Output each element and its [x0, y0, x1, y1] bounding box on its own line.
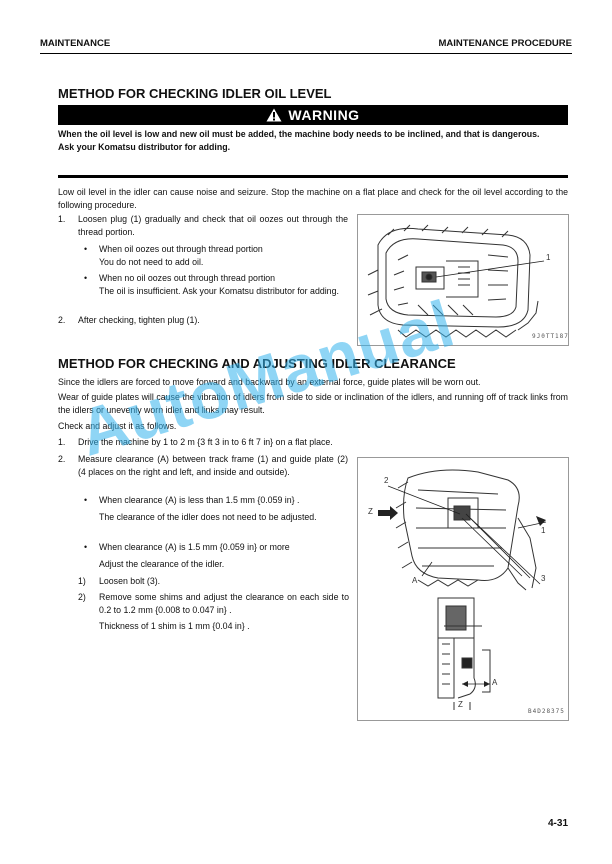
fig2-callout-a: A [412, 576, 418, 585]
s2-sub2-number: 2) [78, 592, 86, 602]
warning-body: When the oil level is low and new oil mu… [58, 128, 568, 153]
s2-bullet1-detail: The clearance of the idler does not need… [99, 512, 317, 522]
idler-clearance-figure: 2 1 3 Z A A Z B4D28375 [357, 457, 569, 721]
s2-sub2-detail: Thickness of 1 shim is 1 mm {0.04 in} . [99, 621, 250, 631]
s2-bullet2: When clearance (A) is 1.5 mm {0.059 in} … [99, 542, 290, 552]
s1-bullet2-line-b: The oil is insufficient. Ask your Komats… [99, 285, 339, 296]
warning-banner: WARNING [58, 105, 568, 125]
s1-step2-text: After checking, tighten plug (1). [78, 315, 200, 325]
s1-step1-text: Loosen plug (1) gradually and check that… [78, 214, 348, 237]
fig1-callout-1: 1 [546, 253, 551, 262]
warning-line-2: Ask your Komatsu distributor for adding. [58, 141, 231, 152]
bullet-dot: • [84, 495, 88, 505]
clearance-illustration [378, 469, 547, 710]
s2-bullet1: When clearance (A) is less than 1.5 mm {… [99, 495, 300, 505]
fig2-callout-a-lower: A [492, 678, 498, 687]
bullet-dot: • [84, 273, 88, 283]
s1-bullet1-line-a: When oil oozes out through thread portio… [99, 244, 263, 254]
fig2-code: B4D28375 [528, 708, 565, 715]
s1-bullet1-line-b: You do not need to add oil. [99, 256, 204, 267]
fig2-callout-1: 1 [541, 526, 546, 535]
bullet-dot: • [84, 542, 88, 552]
s2-sub1-number: 1) [78, 576, 86, 586]
idler-illustration [367, 224, 545, 338]
bullet-dot: • [84, 244, 88, 254]
s2-sub2-text: Remove some shims and adjust the clearan… [99, 592, 349, 615]
header-rule [40, 53, 572, 54]
section2-title: METHOD FOR CHECKING AND ADJUSTING IDLER … [58, 356, 456, 371]
s1-step2-number: 2. [58, 315, 66, 325]
s2-step1-text: Drive the machine by 1 to 2 m {3 ft 3 in… [78, 437, 333, 447]
warning-triangle-icon [266, 108, 282, 122]
warning-label: WARNING [288, 107, 360, 123]
s2-sub1-text: Loosen bolt (3). [99, 576, 161, 586]
warning-rule [58, 175, 568, 178]
idler-oil-plug-figure: 1 9J0TT187 [357, 214, 569, 346]
fig2-callout-z-lower: Z [458, 700, 463, 709]
fig1-code: 9J0TT187 [532, 333, 569, 340]
header-left: MAINTENANCE [40, 38, 111, 49]
s2-bullet2-detail: Adjust the clearance of the idler. [99, 559, 225, 569]
s1-bullet2: When no oil oozes out through thread por… [99, 272, 349, 297]
section1-intro: Low oil level in the idler can cause noi… [58, 187, 568, 210]
s1-bullet2-line-a: When no oil oozes out through thread por… [99, 273, 276, 283]
header-right: MAINTENANCE PROCEDURE [438, 38, 572, 49]
section2-para2: Wear of guide plates will cause the vibr… [58, 392, 568, 415]
s1-step1-number: 1. [58, 214, 66, 224]
section2-para1: Since the idlers are forced to move forw… [58, 377, 481, 387]
s2-step2-number: 2. [58, 454, 66, 464]
warning-line-1: When the oil level is low and new oil mu… [58, 129, 540, 139]
fig2-callout-z: Z [368, 507, 373, 516]
page-header: MAINTENANCE MAINTENANCE PROCEDURE [40, 36, 572, 52]
section2-para3: Check and adjust it as follows. [58, 421, 177, 431]
fig2-callout-2: 2 [384, 476, 389, 485]
fig2-callout-3: 3 [541, 574, 546, 583]
page-number: 4-31 [547, 818, 568, 829]
s2-step1-number: 1. [58, 437, 66, 447]
s1-bullet1: When oil oozes out through thread portio… [99, 243, 349, 268]
s2-step2-text: Measure clearance (A) between track fram… [78, 454, 348, 477]
section1-title: METHOD FOR CHECKING IDLER OIL LEVEL [58, 86, 332, 101]
